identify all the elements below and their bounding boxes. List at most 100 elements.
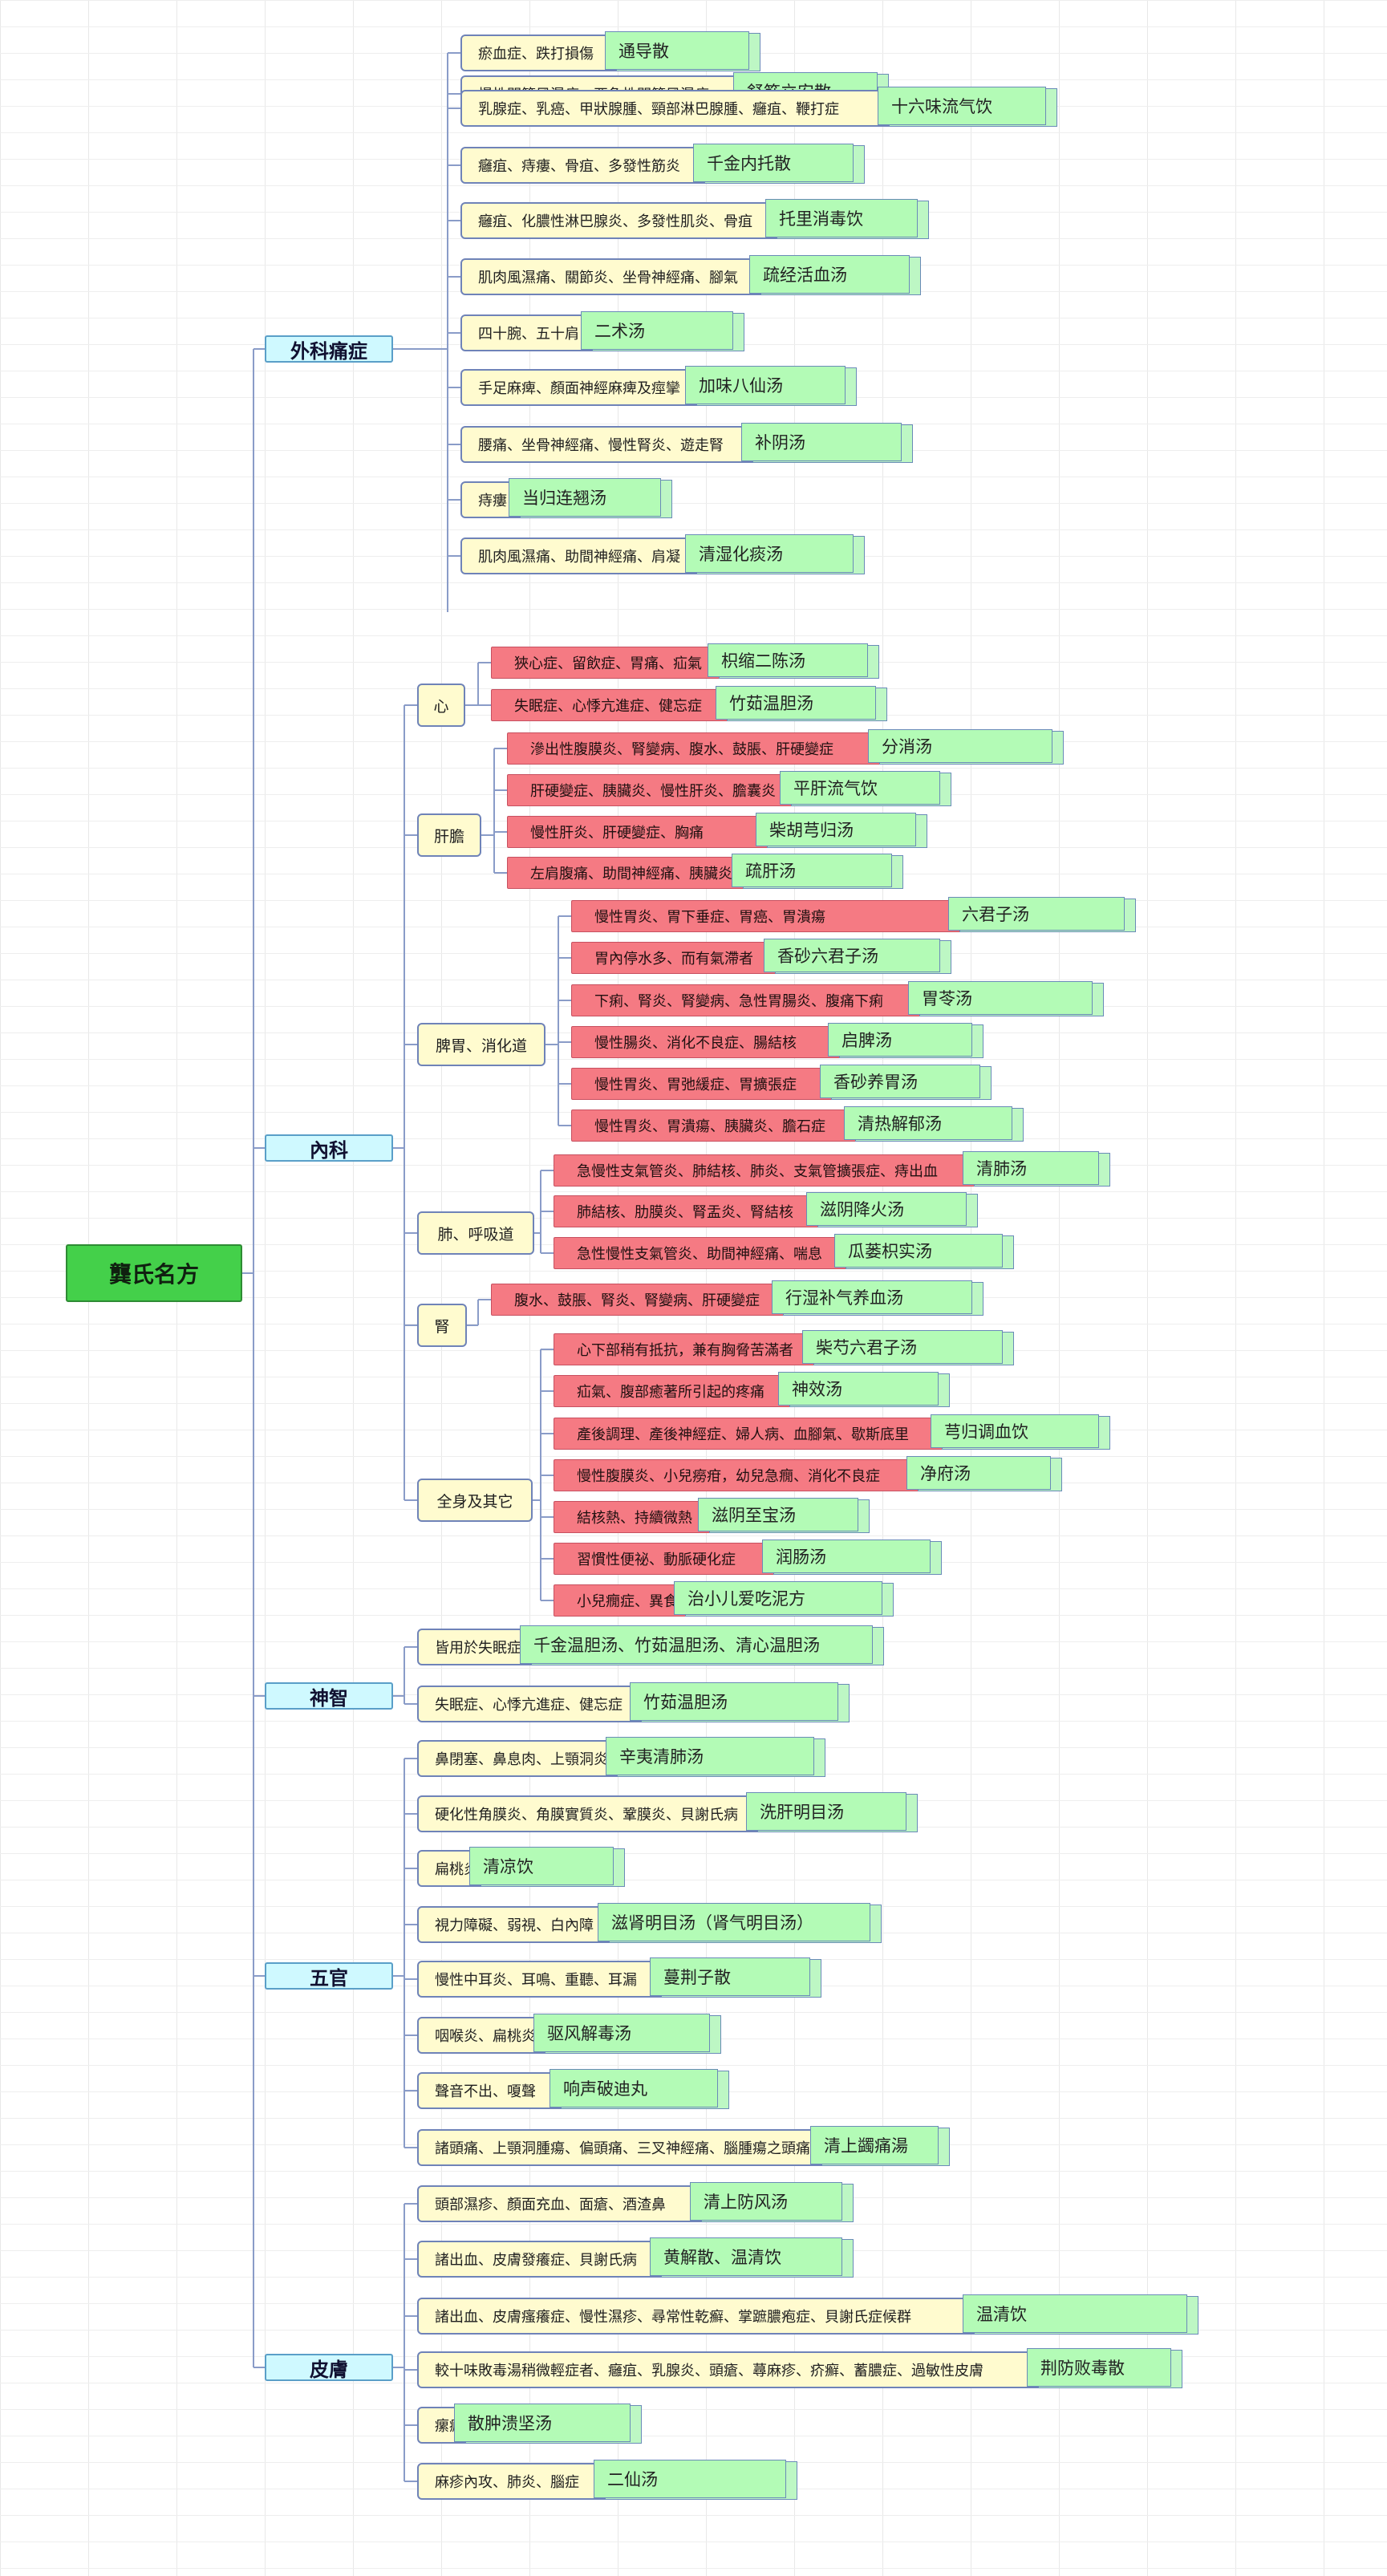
symptom-node[interactable]: 四十腕、五十肩 [460, 314, 597, 351]
formula-node[interactable]: 启脾汤 [828, 1023, 972, 1057]
formula-node[interactable]: 黄解散、温清饮 [650, 2237, 842, 2276]
symptom-node[interactable]: 肌肉風濕痛、關節炎、坐骨神經痛、腳氣 [460, 258, 765, 295]
symptom-node[interactable]: 疝氣、腹部癒著所引起的疼痛 [554, 1375, 794, 1407]
category-node[interactable]: 皮膚 [265, 2354, 393, 2381]
symptom-node[interactable]: 肝硬變症、胰臟炎、慢性肝炎、膽囊炎 [507, 774, 796, 806]
symptom-node[interactable]: 諸出血、皮膚瘙癢症、慢性濕疹、尋常性乾癬、掌蹠膿疱症、貝謝氏症候群 [417, 2298, 979, 2335]
symptom-node[interactable]: 慢性胃炎、胃潰瘍、胰臟炎、膽石症 [571, 1110, 860, 1142]
formula-node[interactable]: 平肝流气饮 [780, 771, 940, 805]
symptom-node[interactable]: 頭部濕疹、顏面充血、面瘡、酒渣鼻 [417, 2185, 706, 2222]
symptom-node[interactable]: 腰痛、坐骨神經痛、慢性腎炎、遊走腎 [460, 426, 757, 463]
formula-node[interactable]: 滋阴降火汤 [806, 1192, 967, 1226]
symptom-node[interactable]: 慢性腹膜炎、小兒癆疳，幼兒急癇、消化不良症 [554, 1459, 923, 1491]
formula-node[interactable]: 温清饮 [963, 2294, 1187, 2333]
formula-node[interactable]: 枳缩二陈汤 [708, 643, 868, 677]
formula-node[interactable]: 二仙汤 [594, 2460, 786, 2498]
formula-node[interactable]: 柴芍六君子汤 [802, 1330, 1003, 1364]
symptom-node[interactable]: 腹水、鼓脹、腎炎、腎變病、肝硬變症 [491, 1284, 788, 1316]
symptom-node[interactable]: 瘀血症、跌打損傷 [460, 34, 621, 71]
symptom-node[interactable]: 產後調理、產後神經症、婦人病、血腳氣、歇斯底里 [554, 1418, 947, 1450]
symptom-node[interactable]: 手足麻痺、顏面神經麻痺及痙攣 [460, 369, 701, 406]
symptom-node[interactable]: 肌肉風濕痛、助間神經痛、肩凝 [460, 538, 701, 574]
formula-node[interactable]: 通导散 [605, 31, 749, 70]
subcategory-node[interactable]: 全身及其它 [417, 1479, 533, 1522]
formula-node[interactable]: 六君子汤 [948, 897, 1125, 931]
symptom-node[interactable]: 視力障礙、弱視、白內障 [417, 1906, 614, 1943]
formula-node[interactable]: 分消汤 [868, 729, 1052, 763]
formula-node[interactable]: 当归连翘汤 [509, 478, 661, 517]
formula-node[interactable]: 神效汤 [778, 1372, 939, 1406]
symptom-node[interactable]: 慢性中耳炎、耳鳴、重聽、耳漏 [417, 1961, 666, 1998]
symptom-node[interactable]: 失眠症、心悸亢進症、健忘症 [491, 689, 732, 721]
formula-node[interactable]: 疏经活血汤 [749, 255, 910, 294]
formula-node[interactable]: 香砂六君子汤 [764, 939, 940, 972]
formula-node[interactable]: 荆防败毒散 [1027, 2348, 1171, 2387]
symptom-node[interactable]: 慢性胃炎、胃弛緩症、胃擴張症 [571, 1068, 836, 1100]
formula-node[interactable]: 清上防风汤 [690, 2182, 842, 2221]
symptom-node[interactable]: 心下部稍有抵抗，兼有胸脅苦滿者 [554, 1333, 818, 1365]
subcategory-node[interactable]: 心 [417, 684, 465, 727]
symptom-node[interactable]: 慢性胃炎、胃下垂症、胃癌、胃潰瘍 [571, 900, 964, 932]
symptom-node[interactable]: 慢性腸炎、消化不良症、腸結核 [571, 1026, 844, 1058]
symptom-node[interactable]: 失眠症、心悸亢進症、健忘症 [417, 1686, 646, 1722]
symptom-node[interactable]: 麻疹內攻、肺炎、腦症 [417, 2463, 610, 2500]
category-node[interactable]: 五官 [265, 1962, 393, 1990]
formula-node[interactable]: 千金内托散 [693, 144, 854, 182]
symptom-node[interactable]: 鼻閉塞、鼻息肉、上顎洞炎 [417, 1740, 622, 1777]
formula-node[interactable]: 清凉饮 [469, 1847, 614, 1885]
symptom-node[interactable]: 乳腺症、乳癌、甲狀腺腫、頸部淋巴腺腫、癰疽、鞭打症 [460, 90, 894, 127]
symptom-node[interactable]: 小兒癇症、異食症 [554, 1584, 690, 1617]
symptom-node[interactable]: 肺結核、肋膜炎、腎盂炎、腎結核 [554, 1195, 822, 1227]
formula-node[interactable]: 加味八仙汤 [685, 366, 846, 404]
formula-node[interactable]: 驱风解毒汤 [533, 2014, 710, 2052]
formula-node[interactable]: 胃苓汤 [908, 981, 1093, 1015]
category-node[interactable]: 外科痛症 [265, 335, 393, 363]
subcategory-node[interactable]: 腎 [417, 1304, 467, 1347]
formula-node[interactable]: 柴胡芎归汤 [756, 813, 916, 846]
symptom-node[interactable]: 咽喉炎、扁桃炎 [417, 2017, 550, 2054]
category-node[interactable]: 神智 [265, 1682, 393, 1710]
formula-node[interactable]: 润肠汤 [762, 1540, 931, 1573]
formula-node[interactable]: 散肿溃坚汤 [454, 2404, 631, 2442]
symptom-node[interactable]: 較十味敗毒湯稍微輕症者、癰疽、乳腺炎、頭瘡、蕁麻疹、疥癬、蓄膿症、過敏性皮膚 [417, 2351, 1043, 2388]
formula-node[interactable]: 清肺汤 [963, 1151, 1099, 1185]
formula-node[interactable]: 瓜蒌枳实汤 [834, 1234, 1003, 1268]
subcategory-node[interactable]: 肺、呼吸道 [417, 1211, 534, 1255]
symptom-node[interactable]: 習慣性便祕、動脈硬化症 [554, 1543, 778, 1575]
symptom-node[interactable]: 癰疽、化膿性淋巴腺炎、多發性肌炎、骨疽 [460, 202, 781, 239]
symptom-node[interactable]: 狹心症、留飲症、胃痛、疝氣 [491, 647, 724, 679]
formula-node[interactable]: 芎归调血饮 [931, 1414, 1099, 1448]
formula-node[interactable]: 净府汤 [906, 1456, 1051, 1490]
symptom-node[interactable]: 聲音不出、嗄聲 [417, 2072, 566, 2109]
formula-node[interactable]: 二术汤 [581, 311, 733, 350]
symptom-node[interactable]: 滲出性腹膜炎、腎變病、腹水、鼓脹、肝硬變症 [507, 732, 884, 765]
category-node[interactable]: 內科 [265, 1134, 393, 1162]
symptom-node[interactable]: 慢性肝炎、肝硬變症、胸痛 [507, 816, 772, 848]
formula-node[interactable]: 滋阴至宝汤 [698, 1498, 858, 1531]
formula-node[interactable]: 竹茹温胆汤 [716, 686, 876, 720]
symptom-node[interactable]: 諸出血、皮膚發癢症、貝謝氏病 [417, 2241, 666, 2278]
symptom-node[interactable]: 硬化性角膜炎、角膜實質炎、鞏膜炎、貝謝氏病 [417, 1795, 762, 1832]
formula-node[interactable]: 十六味流气饮 [878, 87, 1046, 125]
formula-node[interactable]: 托里消毒饮 [765, 199, 918, 237]
symptom-node[interactable]: 癰疽、痔瘻、骨疽、多發性筋炎 [460, 147, 709, 184]
formula-node[interactable]: 行湿补气养血汤 [772, 1280, 972, 1314]
formula-node[interactable]: 清湿化痰汤 [685, 534, 854, 573]
symptom-node[interactable]: 急性慢性支氣管炎、助間神經痛、喘息 [554, 1237, 850, 1269]
formula-node[interactable]: 辛夷清肺汤 [606, 1737, 814, 1775]
formula-node[interactable]: 竹茹温胆汤 [630, 1682, 838, 1721]
symptom-node[interactable]: 諸頭痛、上顎洞腫瘍、偏頭痛、三叉神經痛、腦腫瘍之頭痛 [417, 2129, 826, 2166]
formula-node[interactable]: 治小儿爱吃泥方 [674, 1581, 882, 1615]
formula-node[interactable]: 补阴汤 [741, 423, 902, 461]
symptom-node[interactable]: 結核熱、持續微熱 [554, 1501, 714, 1533]
formula-node[interactable]: 香砂养胃汤 [820, 1065, 980, 1098]
formula-node[interactable]: 疏肝汤 [732, 854, 892, 887]
formula-node[interactable]: 滋肾明目汤（肾气明目汤） [598, 1903, 870, 1941]
symptom-node[interactable]: 下痢、腎炎、腎變病、急性胃腸炎、腹痛下痢 [571, 984, 924, 1016]
formula-node[interactable]: 蔓荆子散 [650, 1957, 810, 1996]
symptom-node[interactable]: 左肩腹痛、助間神經痛、胰臟炎 [507, 857, 748, 889]
symptom-node[interactable]: 胃內停水多、而有氣滯者 [571, 942, 780, 974]
subcategory-node[interactable]: 肝膽 [417, 813, 481, 857]
subcategory-node[interactable]: 脾胃、消化道 [417, 1023, 545, 1066]
symptom-node[interactable]: 皆用於失眠症 [417, 1629, 536, 1665]
